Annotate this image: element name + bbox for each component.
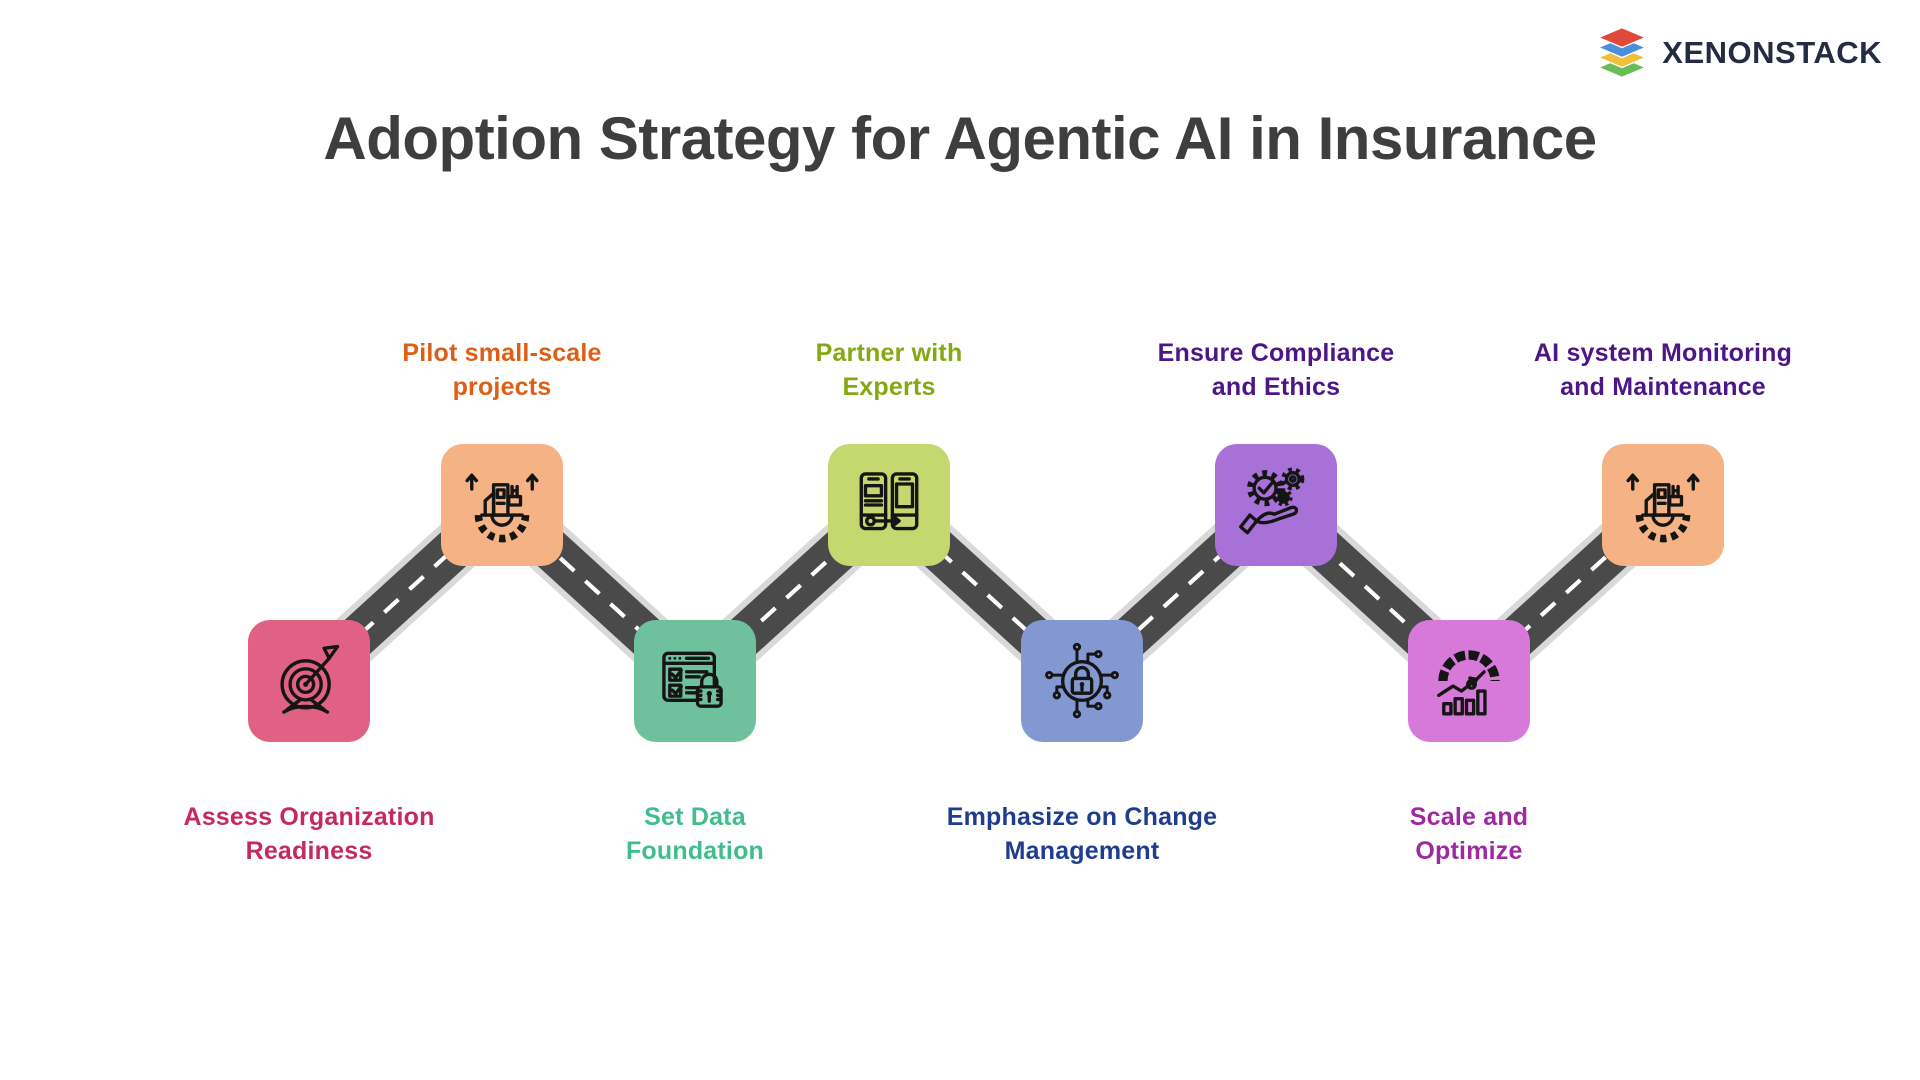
stacked-layers-icon	[1596, 26, 1648, 79]
step-label-line: AI system Monitoring	[1533, 339, 1793, 367]
step-label-line: Experts	[842, 373, 936, 401]
scale-gauge-icon	[1437, 650, 1500, 716]
step-label-line: Emphasize on Change	[946, 803, 1218, 831]
xenonstack-logo: XENONSTACK	[1593, 24, 1882, 81]
step-label-line: Foundation	[625, 837, 765, 865]
checklist-lock-icon	[662, 651, 723, 708]
phone-transfer-icon	[859, 472, 919, 531]
growth-factory-icon	[465, 473, 539, 543]
step-label-line: Assess Organization	[183, 803, 435, 831]
step-box-data-foundation	[634, 620, 756, 742]
step-box-pilot-projects	[441, 444, 563, 566]
step-label-compliance-ethics: Ensure Compliance and Ethics	[1106, 336, 1446, 404]
step-label-partner-experts: Partner with Experts	[719, 336, 1059, 404]
step-label-line: projects	[452, 373, 552, 401]
step-label-monitoring-maintenance: AI system Monitoring and Maintenance	[1493, 336, 1833, 404]
step-box-partner-experts	[828, 444, 950, 566]
page-title: Adoption Strategy for Agentic AI in Insu…	[323, 105, 1597, 172]
step-label-line: Management	[1004, 837, 1160, 865]
step-label-scale-optimize: Scale and Optimize	[1299, 800, 1639, 868]
step-label-line: Scale and	[1409, 803, 1529, 831]
step-label-pilot-projects: Pilot small-scale projects	[332, 336, 672, 404]
step-box-assess-readiness	[248, 620, 370, 742]
step-label-line: Readiness	[245, 837, 373, 865]
step-label-line: Optimize	[1415, 837, 1523, 865]
growth-factory-icon	[1626, 473, 1700, 543]
logo-text: XENONSTACK	[1662, 34, 1882, 70]
step-label-assess-readiness: Assess Organization Readiness	[139, 800, 479, 868]
step-label-line: Ensure Compliance	[1157, 339, 1395, 367]
step-label-line: Pilot small-scale	[402, 339, 602, 367]
step-box-scale-optimize	[1408, 620, 1530, 742]
step-label-line: Set Data	[644, 803, 746, 831]
step-label-data-foundation: Set Data Foundation	[525, 800, 865, 868]
step-label-line: and Maintenance	[1560, 373, 1766, 401]
compliance-hand-icon	[1239, 467, 1305, 535]
step-label-line: and Ethics	[1211, 373, 1341, 401]
step-label-change-management: Emphasize on Change Management	[912, 800, 1252, 868]
step-box-compliance-ethics	[1215, 444, 1337, 566]
circuit-lock-icon	[1045, 642, 1119, 719]
step-box-monitoring-maintenance	[1602, 444, 1724, 566]
step-box-change-management	[1021, 620, 1143, 742]
target-arrow-icon	[280, 644, 340, 714]
step-label-line: Partner with	[815, 339, 963, 367]
